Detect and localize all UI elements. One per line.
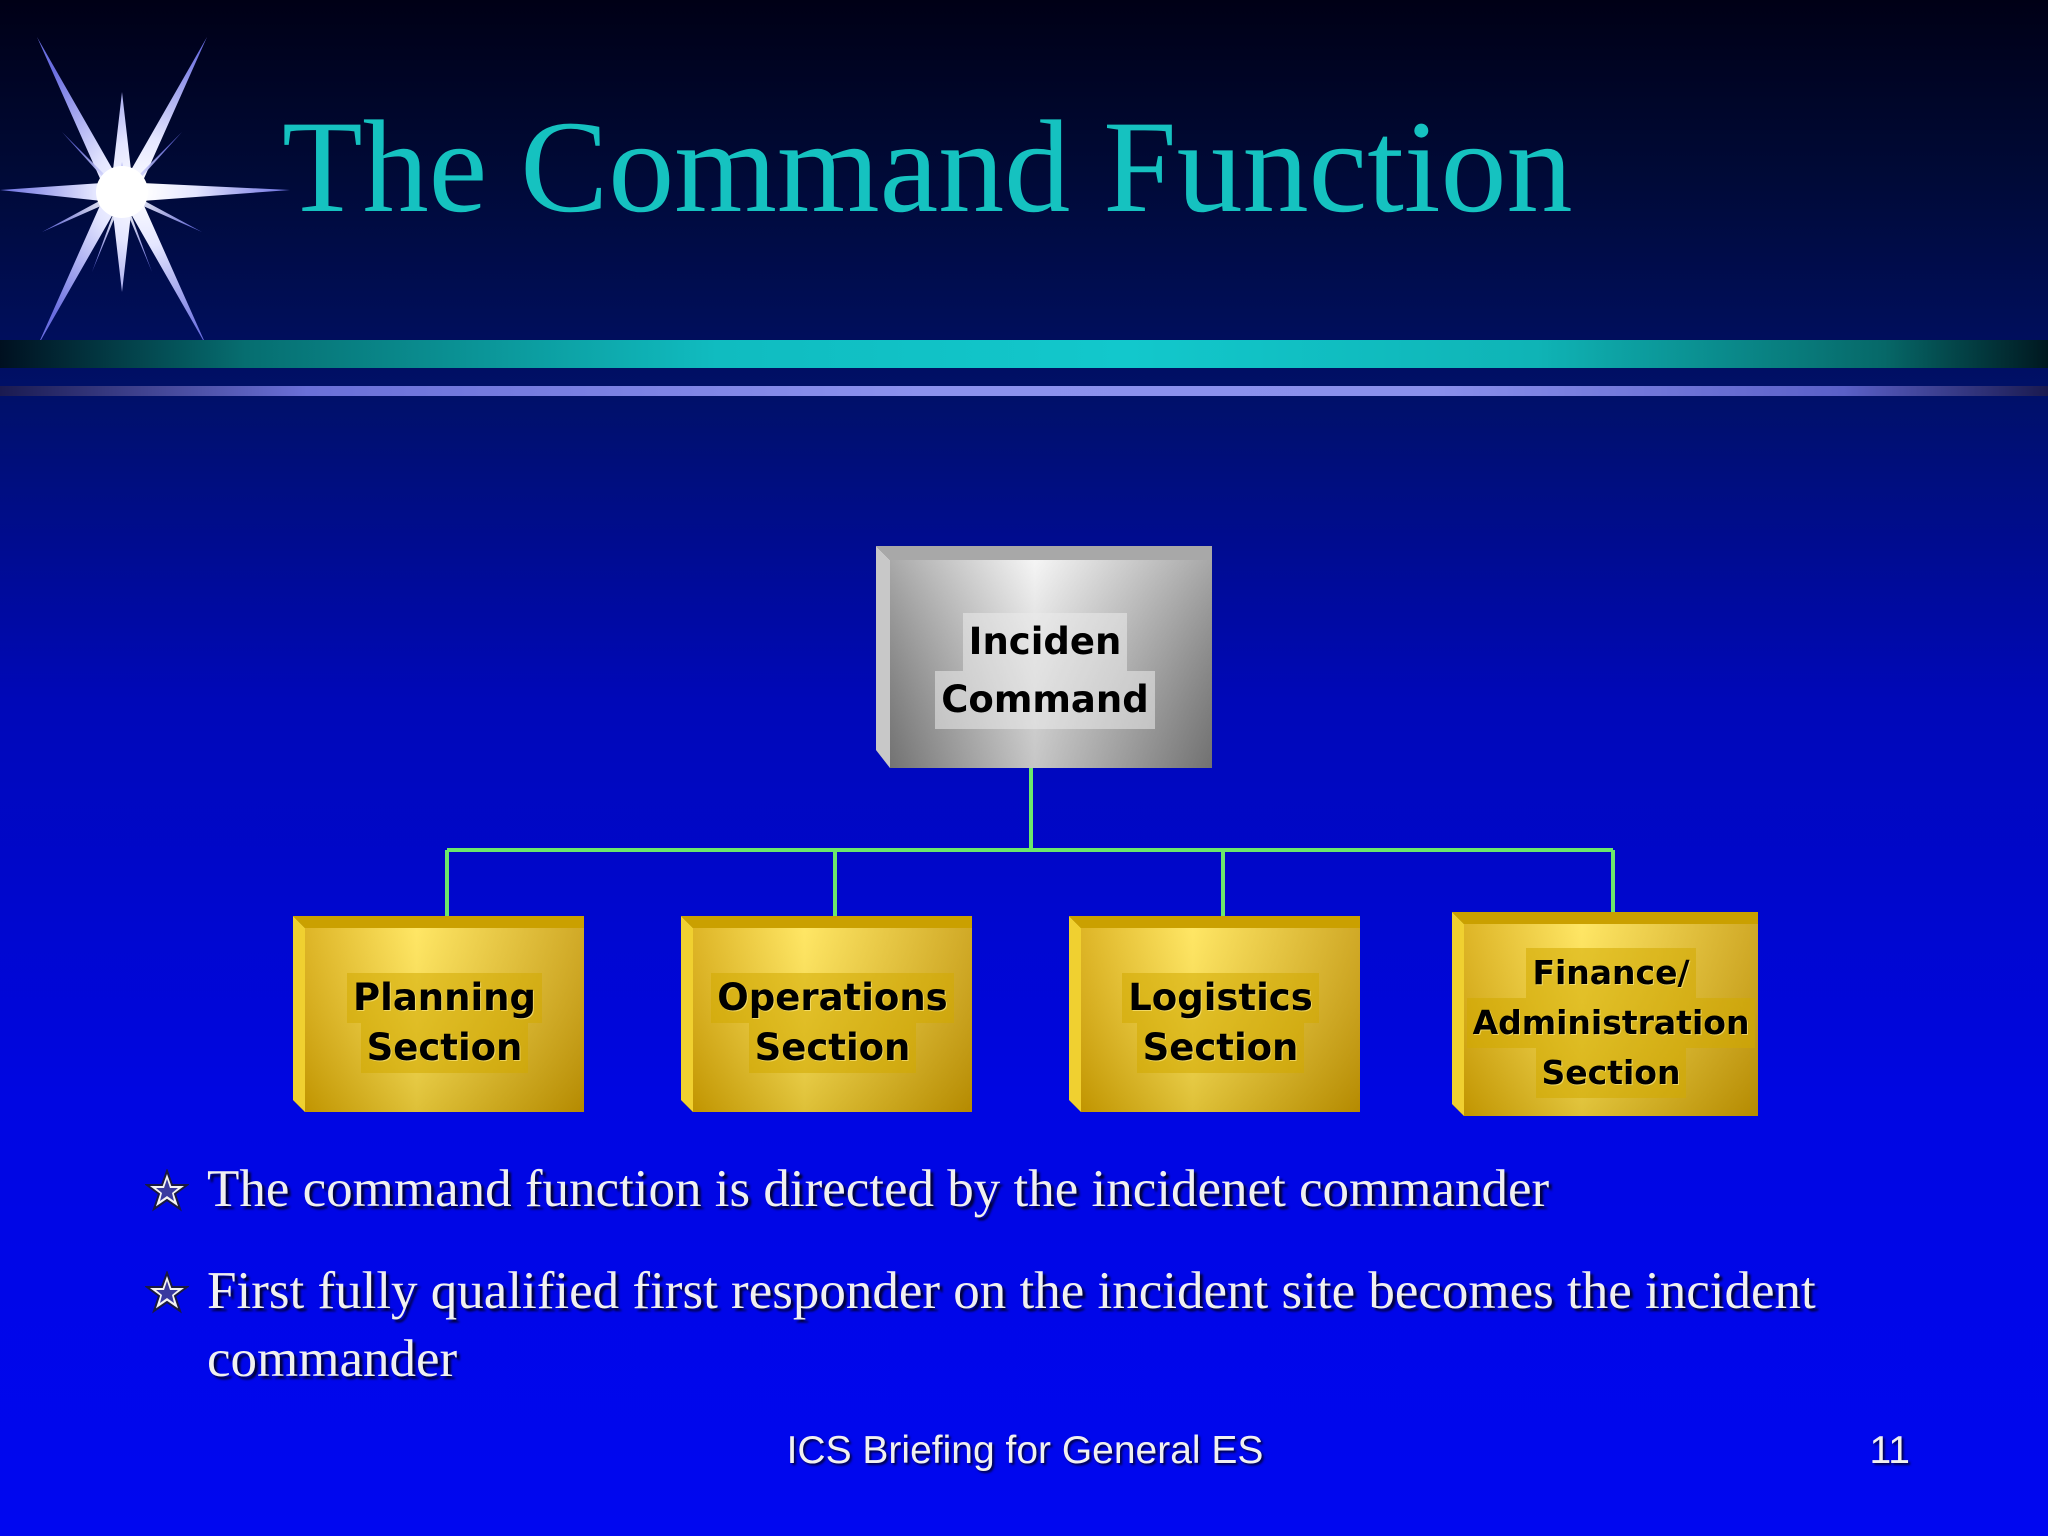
logistics-section-label-line: Logistics bbox=[1122, 973, 1319, 1023]
operations-section-label-line: Section bbox=[748, 1023, 917, 1073]
operations-section-label-line: Operations bbox=[711, 973, 954, 1023]
star-bullet-icon bbox=[145, 1271, 189, 1314]
slide-footer: ICS Briefing for General ES bbox=[786, 1429, 1264, 1472]
starburst-icon bbox=[0, 37, 290, 347]
finance-administration-section-label: Finance/ Administration Section bbox=[1464, 948, 1758, 1098]
incident-command-label: Inciden Command bbox=[880, 606, 1210, 736]
logistics-section-label: Logistics Section bbox=[1081, 948, 1360, 1098]
title-divider-bar bbox=[0, 340, 2048, 368]
title-divider-line bbox=[0, 386, 2048, 396]
planning-section-label-line: Planning bbox=[347, 973, 542, 1023]
finance-section-label-line: Section bbox=[1535, 1048, 1687, 1098]
operations-section-label: Operations Section bbox=[693, 948, 972, 1098]
chart-connectors bbox=[445, 768, 1615, 918]
page-number: 11 bbox=[1869, 1429, 1911, 1472]
planning-section-label: Planning Section bbox=[305, 948, 584, 1098]
bullet-text: The command function is directed by the … bbox=[207, 1160, 1550, 1218]
bullet-list: The command function is directed by the … bbox=[145, 1155, 1945, 1427]
bullet-item: The command function is directed by the … bbox=[145, 1155, 1945, 1223]
bullet-item: First fully qualified first responder on… bbox=[145, 1257, 1945, 1393]
star-bullet-icon bbox=[145, 1169, 189, 1212]
bullet-text: First fully qualified first responder on… bbox=[207, 1262, 1816, 1388]
slide-title: The Command Function bbox=[282, 93, 1573, 240]
logistics-section-label-line: Section bbox=[1136, 1023, 1305, 1073]
finance-section-label-line: Finance/ bbox=[1526, 948, 1696, 998]
incident-command-label-line: Command bbox=[935, 671, 1155, 729]
planning-section-label-line: Section bbox=[360, 1023, 529, 1073]
finance-section-label-line: Administration bbox=[1466, 998, 1756, 1048]
incident-command-label-line: Inciden bbox=[962, 613, 1128, 671]
